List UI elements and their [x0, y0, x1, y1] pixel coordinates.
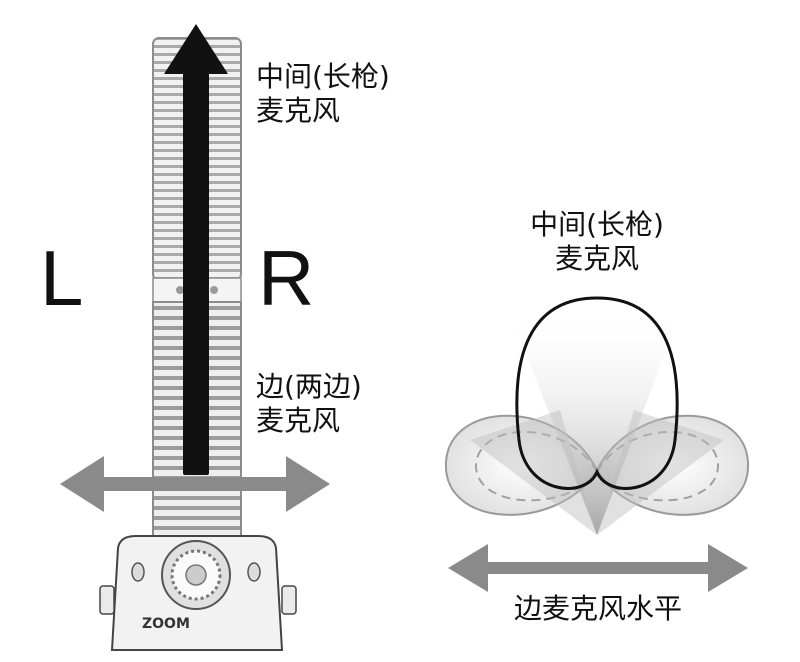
side-horizontal-arrow — [448, 544, 748, 592]
recorder-button-left — [131, 562, 145, 582]
mid-direction-arrow — [164, 24, 228, 475]
side-lobe-left-dashed — [474, 431, 599, 502]
mid-mic-label-right-line2: 麦克风 — [554, 242, 639, 275]
channel-left-label: L — [40, 234, 84, 322]
mid-pickup-cone — [512, 318, 678, 535]
side-mic-label-left: 边(两边) 麦克风 — [256, 370, 362, 438]
side-mic-label-left-line1: 边(两边) — [256, 370, 362, 403]
side-lobe-right — [595, 414, 750, 516]
recorder-knob-left — [99, 585, 115, 615]
recorder-knob-right — [281, 585, 297, 615]
mid-side-microphone: ZOOM — [99, 37, 297, 651]
mid-mic-label-left-line1: 中间(长枪) — [256, 60, 390, 93]
side-lobe-left — [444, 414, 599, 516]
side-lobe-right-dashed — [595, 431, 720, 502]
indicator-dot-left — [176, 286, 184, 294]
mid-cardioid-outline — [515, 296, 679, 490]
mid-mic-label-left-line2: 麦克风 — [256, 94, 341, 127]
polar-pattern — [444, 296, 750, 535]
mid-mic-label-right-line1: 中间(长枪) — [530, 208, 664, 241]
side-mic-label-left-line2: 麦克风 — [256, 404, 341, 437]
mid-mic-label-left: 中间(长枪) 麦克风 — [256, 60, 390, 128]
recorder-button-right — [247, 562, 261, 582]
mid-mic-label-right: 中间(长枪) 麦克风 — [497, 208, 697, 276]
indicator-dot-right — [210, 286, 218, 294]
side-direction-arrow — [60, 456, 330, 512]
side-horizontal-label: 边麦克风水平 — [513, 592, 682, 625]
recorder-brand-logo: ZOOM — [142, 616, 190, 632]
channel-right-label: R — [258, 234, 315, 322]
